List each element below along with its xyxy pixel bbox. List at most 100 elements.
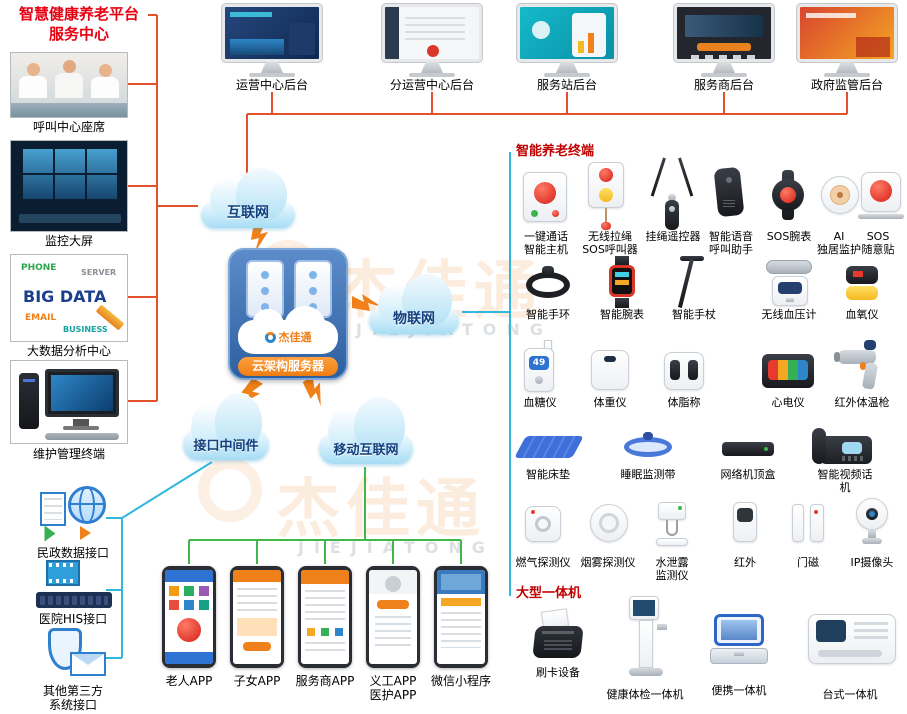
device-label: IP摄像头 — [850, 556, 894, 569]
word-cloud-word: BUSINESS — [63, 325, 108, 334]
infrared-sensor-icon — [721, 500, 769, 546]
wechat-miniprogram-label: 微信小程序 — [430, 674, 491, 688]
kiosk-label: 台式一体机 — [822, 688, 878, 701]
kiosks-section-title: 大型一体机 — [516, 586, 582, 601]
iot-cloud-label: 物联网 — [393, 311, 435, 327]
device-label: 智能床垫 — [526, 468, 570, 481]
backend-label-operations: 运营中心后台 — [235, 78, 308, 92]
weight-scale-icon — [584, 348, 636, 392]
wechat-miniprogram-phone — [434, 566, 488, 668]
ip-camera-icon — [846, 496, 898, 550]
provider-app-label: 服务商APP — [295, 674, 355, 688]
cloud-server-box: 杰佳通 云架构服务器 — [228, 248, 348, 380]
platform-title-line1: 智慧健康养老平台 — [18, 5, 139, 23]
kiosk-label: 刷卡设备 — [536, 666, 580, 679]
backend-monitor-service-provider — [674, 4, 774, 77]
device-label: 血氧仪 — [845, 308, 879, 321]
platform-title: 智慧健康养老平台 服务中心 — [4, 5, 154, 44]
smart-watch-icon — [596, 256, 648, 308]
server-tower-icon — [246, 260, 284, 318]
device-label: 睡眠监测带 — [620, 468, 676, 481]
device-label: 一键通话 智能主机 — [524, 230, 568, 257]
sleep-monitor-band-icon — [616, 432, 680, 462]
hospital-his-interface-label: 医院HIS接口 — [38, 612, 108, 626]
body-fat-scale-icon — [656, 350, 712, 392]
backend-monitor-operations — [222, 4, 322, 77]
brand-logo-icon — [264, 331, 276, 343]
civil-data-interface-label: 民政数据接口 — [36, 546, 109, 560]
call-center-photo — [10, 52, 128, 118]
word-cloud-word: PHONE — [21, 263, 57, 273]
smart-mattress-icon — [514, 430, 584, 464]
iot-cloud-icon: 物联网 — [366, 274, 462, 336]
watermark-subtext: JIEJIATONG — [298, 538, 495, 557]
kiosk-label: 健康体检一体机 — [606, 688, 684, 701]
infrared-thermometer-icon — [834, 338, 890, 392]
device-label: 燃气探测仪 — [515, 556, 571, 569]
word-cloud-word: EMAIL — [25, 313, 57, 323]
device-label: 门磁 — [797, 556, 819, 569]
smart-band-icon — [520, 266, 576, 304]
backend-monitor-service-station — [517, 4, 617, 77]
watermark-text: 杰佳通 — [276, 473, 486, 547]
civil-data-interface-icon — [38, 484, 110, 542]
elder-app-label: 老人APP — [165, 674, 213, 688]
device-label: 智能手环 — [526, 308, 570, 321]
children-app-phone — [230, 566, 284, 668]
backend-label-sub-operations: 分运营中心后台 — [389, 78, 474, 92]
pulse-oximeter-icon — [836, 264, 888, 306]
provider-app-phone — [298, 566, 352, 668]
desktop-kiosk-icon — [806, 606, 898, 670]
portable-kiosk-icon — [706, 612, 772, 670]
big-data-photo: PHONE SERVER BIG DATA EMAIL BUSINESS — [10, 254, 128, 342]
server-brand: 杰佳通 — [278, 331, 312, 344]
third-party-interface-label: 其他第三方 系统接口 — [42, 684, 103, 713]
device-label: 体重仪 — [593, 396, 627, 409]
device-label: 智能手杖 — [672, 308, 716, 321]
device-label: 红外体温枪 — [834, 396, 890, 409]
ai-monitor-icon — [815, 170, 863, 220]
internet-cloud-label: 互联网 — [227, 205, 269, 221]
card-reader-icon — [528, 608, 588, 662]
device-label: AI 独居监护 — [817, 230, 861, 257]
device-label: 挂绳遥控器 — [645, 230, 701, 243]
middleware-cloud-label: 接口中间件 — [193, 439, 259, 454]
sos-host-icon — [523, 166, 567, 224]
volunteer-medical-app-phone — [366, 566, 420, 668]
backend-monitor-government — [797, 4, 897, 77]
device-label: 血糖仪 — [523, 396, 557, 409]
smart-cane-icon — [668, 254, 720, 312]
sos-watch-icon — [763, 170, 811, 220]
device-label: 网络机顶盒 — [720, 468, 776, 481]
blood-pressure-monitor-icon — [758, 260, 820, 308]
device-label: 水泄露 监测仪 — [655, 556, 689, 583]
server-cloud-icon: 杰佳通 — [238, 306, 338, 354]
device-label: 智能语音 呼叫助手 — [709, 230, 753, 257]
device-label: 智能腕表 — [600, 308, 644, 321]
ecg-monitor-icon — [756, 350, 820, 392]
mobile-internet-cloud-label: 移动互联网 — [333, 443, 399, 458]
glucometer-icon: 49 — [514, 340, 566, 392]
internet-cloud-icon: 互联网 — [198, 168, 298, 230]
watermark-logo-icon — [198, 458, 262, 522]
sos-sticker-icon — [858, 168, 904, 220]
device-label: 体脂称 — [667, 396, 701, 409]
device-label: 烟雾探测仪 — [580, 556, 636, 569]
device-label: 心电仪 — [771, 396, 805, 409]
water-leak-detector-icon — [646, 498, 698, 550]
word-cloud-word: SERVER — [81, 268, 117, 277]
set-top-box-icon — [716, 434, 780, 462]
health-check-kiosk-icon — [615, 590, 675, 684]
device-label: 无线血压计 — [761, 308, 817, 321]
voice-assistant-icon — [705, 164, 753, 222]
gas-detector-icon — [517, 502, 569, 548]
pull-cord-sos-icon — [586, 162, 626, 230]
maintenance-terminal-photo — [10, 360, 128, 444]
elder-app-phone — [162, 566, 216, 668]
backend-label-service-station: 服务站后台 — [536, 78, 597, 92]
device-label: 智能视频话机 — [817, 468, 873, 495]
device-label: 红外 — [734, 556, 756, 569]
video-phone-icon — [812, 422, 878, 468]
